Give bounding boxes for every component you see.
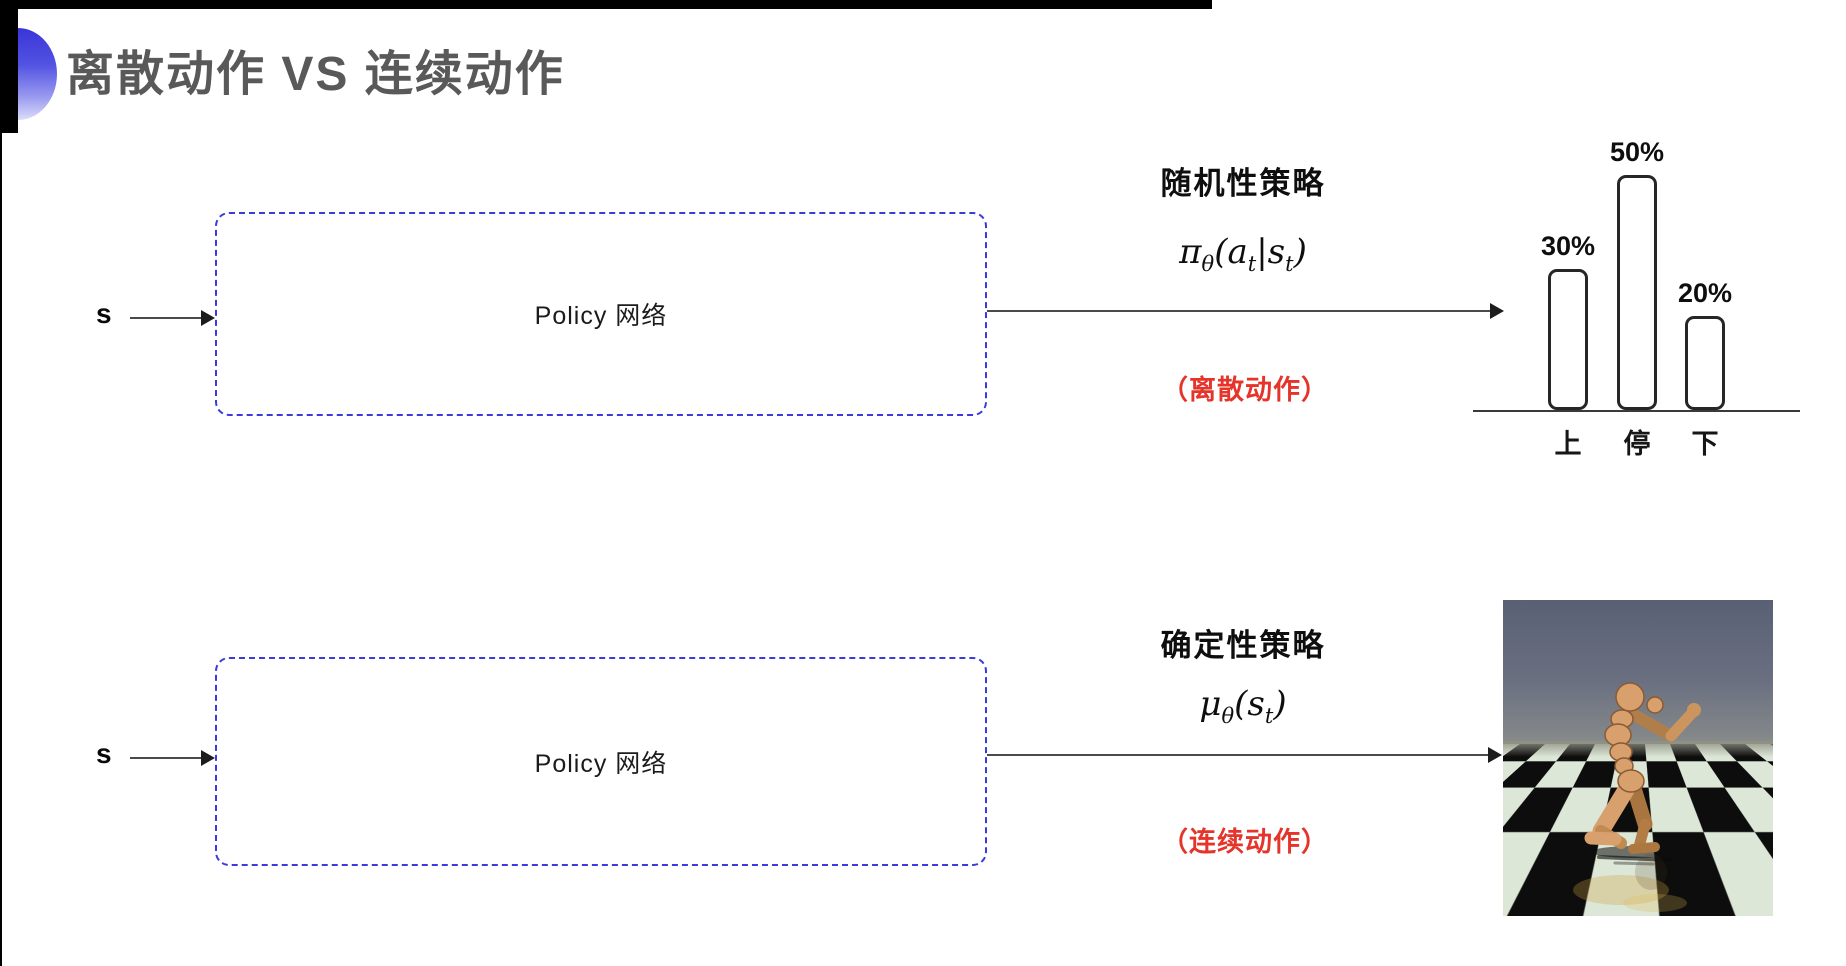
formula-arg1-sub: t [1264,703,1274,728]
formula-arg2: s [1267,232,1286,272]
arrow-state-to-policy-top [130,310,215,326]
formula-close-paren: ) [1273,684,1287,724]
category-label-stop: 停 [1623,429,1651,459]
arrow-policy-to-output-top [987,303,1504,319]
formula-fn: μ [1199,684,1222,724]
arrow-policy-to-output-bottom [987,747,1502,763]
state-input-label-bottom: s [96,738,112,769]
letterbox-left-bar [0,0,18,133]
formula-fn: π [1179,232,1202,272]
sim-horizon-haze [1503,741,1773,757]
bar-up [1548,269,1588,410]
formula-arg1-sub: t [1247,251,1257,276]
bar-chart-category-axis: 上 停 下 [1473,422,1800,462]
formula-fn-sub: θ [1221,703,1235,728]
continuous-action-note: （连续动作） [1161,827,1329,857]
deterministic-policy-formula: μθ(st) [1083,684,1403,728]
humanoid-robot-figure [1573,682,1701,912]
formula-open-paren: ( [1234,684,1248,724]
bar-value-label: 50% [1609,137,1665,167]
deterministic-policy-title: 确定性策略 [1160,628,1326,663]
category-label-down: 下 [1691,429,1719,459]
bar-group-stop: 50% [1610,137,1664,410]
formula-arg2-sub: t [1285,251,1294,276]
arrow-state-to-policy-bottom [130,750,215,766]
formula-arg1: a [1227,232,1248,272]
letterbox-top-bar [0,0,1212,9]
bar-down [1685,316,1725,410]
state-input-label-top: s [96,298,112,329]
bar-value-label: 20% [1677,278,1733,308]
bar-chart-plot-area: 30% 50% 20% [1473,100,1800,412]
letterbox-left-line [0,0,2,966]
category-label-up: 上 [1554,429,1582,459]
formula-pipe: | [1256,232,1268,272]
policy-network-label-top: Policy 网络 [534,302,668,330]
discrete-action-note: （离散动作） [1161,375,1329,405]
formula-open-paren: ( [1214,232,1228,272]
policy-network-box-top: Policy 网络 [215,212,987,416]
policy-network-label-bottom: Policy 网络 [534,749,668,778]
formula-close-paren: ) [1293,232,1307,272]
formula-arg1: s [1247,684,1265,724]
stochastic-policy-formula: πθ(at|st) [1083,232,1403,276]
humanoid-simulation-image [1503,600,1773,916]
formula-fn-sub: θ [1201,251,1215,276]
bar-value-label: 30% [1540,231,1596,261]
stochastic-policy-title: 随机性策略 [1160,166,1326,201]
action-probability-bar-chart: 30% 50% 20% 上 停 下 [1473,100,1803,465]
bar-group-down: 20% [1678,278,1732,410]
bar-group-up: 30% [1541,231,1595,410]
bar-stop [1617,175,1657,410]
policy-network-box-bottom: Policy 网络 [215,657,987,866]
page-title: 离散动作 VS 连续动作 [66,48,565,101]
